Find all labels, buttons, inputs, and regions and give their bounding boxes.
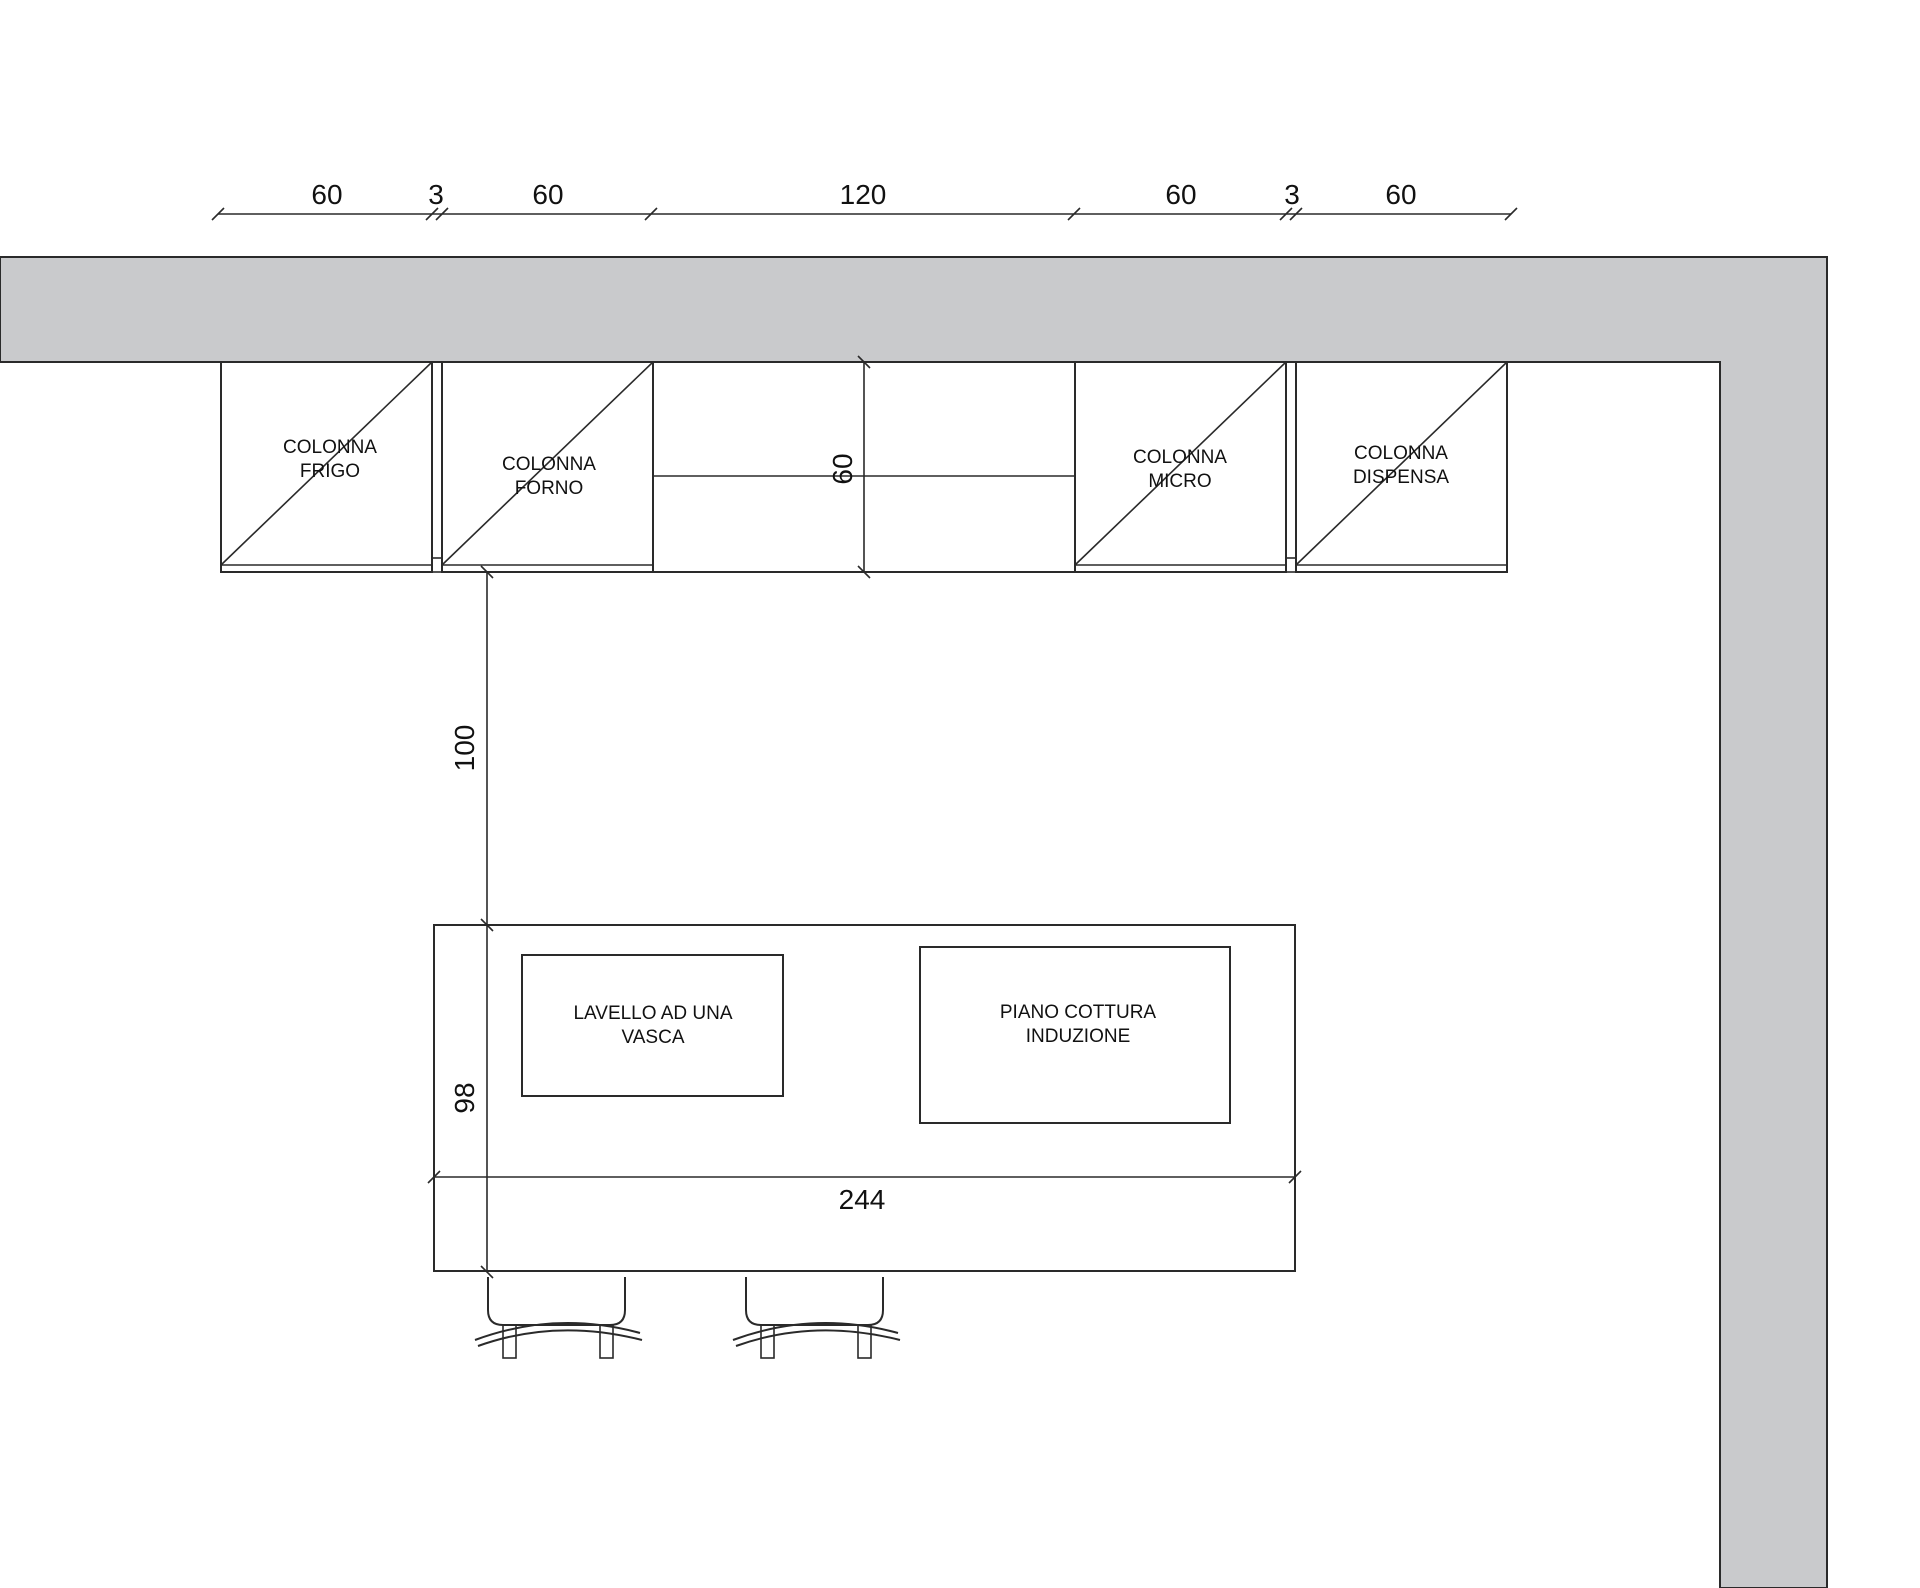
top-dimension-line xyxy=(211,207,1518,221)
island-width-dimension: 244 xyxy=(839,1184,886,1215)
sink xyxy=(521,954,784,1097)
dimension-gap-1: 3 xyxy=(428,179,444,210)
column-micro-label-2: MICRO xyxy=(1148,471,1211,492)
filler-panel xyxy=(1285,557,1297,573)
dimension-oven-width: 60 xyxy=(532,179,563,210)
stool xyxy=(732,1277,901,1359)
column-pantry-label-1: COLONNA xyxy=(1354,443,1448,464)
sink-label-1: LAVELLO AD UNA xyxy=(573,1003,732,1024)
column-oven-label-1: COLONNA xyxy=(502,454,596,475)
dimension-fridge-width: 60 xyxy=(311,179,342,210)
kitchen-island xyxy=(427,924,1302,1272)
dimension-gap-2: 3 xyxy=(1284,179,1300,210)
column-fridge-label-1: COLONNA xyxy=(283,437,377,458)
column-fridge-label-2: FRIGO xyxy=(300,461,360,482)
column-oven-label-2: FORNO xyxy=(515,478,584,499)
column-micro xyxy=(1074,361,1287,573)
dimension-micro-width: 60 xyxy=(1165,179,1196,210)
column-pantry xyxy=(1295,361,1508,573)
island-depth-dimension: 98 xyxy=(449,1082,480,1113)
central-base-unit xyxy=(652,355,1076,579)
hob-label-2: INDUZIONE xyxy=(1026,1026,1131,1047)
wall xyxy=(0,256,1828,1588)
stool xyxy=(474,1277,643,1359)
dimension-depth: 60 xyxy=(827,453,858,484)
hob-label-1: PIANO COTTURA xyxy=(1000,1002,1157,1023)
dimension-gap-to-island: 100 xyxy=(449,725,480,772)
column-pantry-label-2: DISPENSA xyxy=(1353,467,1449,488)
dimension-pantry-width: 60 xyxy=(1385,179,1416,210)
dimension-center-width: 120 xyxy=(840,179,887,210)
induction-hob xyxy=(919,946,1231,1124)
column-fridge xyxy=(220,361,433,573)
column-micro-label-1: COLONNA xyxy=(1133,447,1227,468)
filler-panel xyxy=(431,557,443,573)
vertical-dimension-line xyxy=(480,565,494,1279)
sink-label-2: VASCA xyxy=(621,1027,684,1048)
